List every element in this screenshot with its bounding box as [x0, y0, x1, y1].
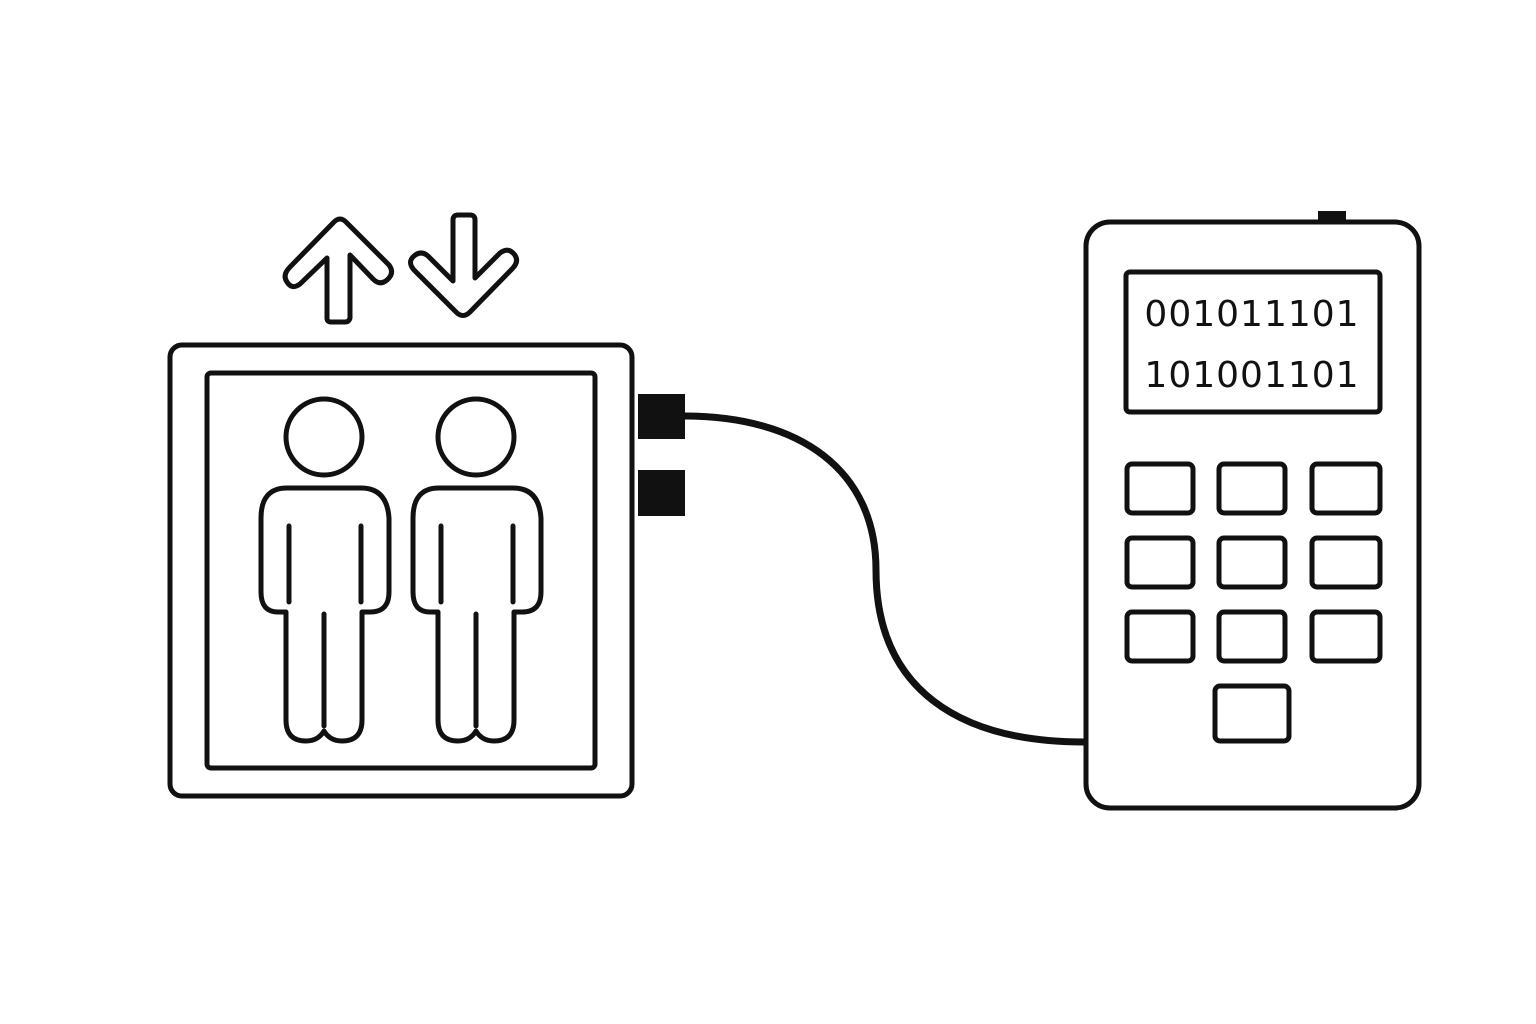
plug-icon: [638, 394, 685, 439]
arrow-up-icon: [282, 216, 395, 325]
person-icon: [410, 396, 544, 744]
device-display: [1123, 269, 1383, 415]
arrow-down-icon: [408, 212, 520, 318]
keypad-key[interactable]: [1309, 461, 1383, 516]
keypad: [1124, 461, 1383, 744]
keypad-key[interactable]: [1309, 609, 1383, 664]
elevator-cabin: [167, 342, 635, 799]
elevator-outer-frame: [167, 342, 635, 799]
device-top-button: [1318, 211, 1346, 222]
keypad-key[interactable]: [1124, 461, 1196, 516]
display-line-1: 001011101: [1144, 294, 1359, 335]
elevator-inner-frame: [204, 370, 598, 771]
keypad-key[interactable]: [1124, 609, 1196, 664]
device-body: [1083, 219, 1422, 811]
display-line-2: 101001101: [1144, 355, 1359, 396]
keypad-key[interactable]: [1212, 683, 1292, 744]
keypad-key[interactable]: [1124, 535, 1196, 590]
person-icon: [258, 396, 392, 744]
handheld-device: 001011101 101001101: [1083, 211, 1422, 811]
keypad-key[interactable]: [1216, 535, 1288, 590]
cable-connectors: [638, 394, 685, 516]
direction-indicator: [282, 212, 520, 325]
keypad-key[interactable]: [1216, 461, 1288, 516]
keypad-key[interactable]: [1216, 609, 1288, 664]
keypad-key[interactable]: [1309, 535, 1383, 590]
cable: [680, 412, 1088, 746]
plug-icon: [638, 470, 685, 516]
